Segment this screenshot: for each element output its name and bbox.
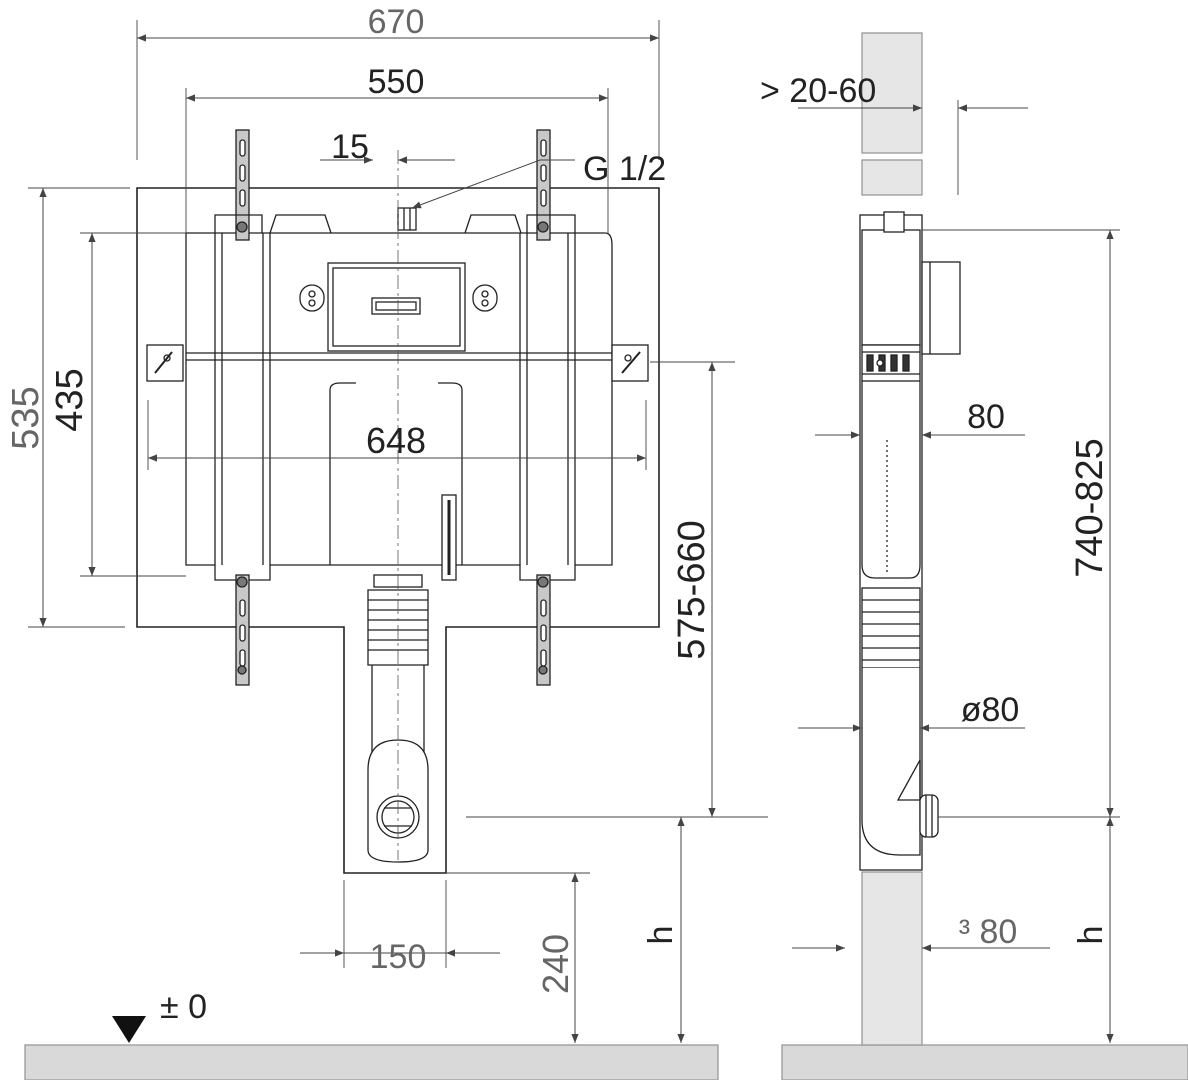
dim-wall-gap: > 20-60 bbox=[760, 72, 876, 110]
mount-tab-left bbox=[146, 344, 184, 382]
cistern-body bbox=[185, 232, 613, 581]
lid-bump-right bbox=[464, 214, 522, 234]
bracket-top-left bbox=[214, 129, 263, 241]
dim-h-side: h bbox=[1072, 926, 1110, 945]
front-view-labels: 670 550 15 G 1/2 535 435 648 575-660 150… bbox=[5, 3, 713, 1026]
dim-outlet-height: 240 bbox=[535, 934, 576, 994]
dimension-lines-side bbox=[798, 104, 1114, 1043]
side-tank-lower bbox=[861, 381, 921, 579]
water-inlet bbox=[397, 207, 417, 231]
wall-middle bbox=[861, 159, 923, 196]
wall-upper bbox=[861, 32, 923, 154]
rail-right bbox=[519, 233, 576, 565]
dim-offset: 15 bbox=[331, 128, 369, 166]
side-view bbox=[781, 32, 1188, 1080]
bracket-bottom-right bbox=[536, 574, 551, 686]
lid-bump-left bbox=[269, 214, 332, 234]
dim-tank-height: 435 bbox=[49, 368, 91, 431]
flush-opening bbox=[327, 262, 466, 352]
front-view bbox=[24, 20, 768, 1080]
dim-depth: 80 bbox=[967, 398, 1005, 436]
flush-handle bbox=[371, 297, 421, 315]
dimension-lines-front bbox=[39, 34, 716, 1043]
flush-handle-inner bbox=[375, 301, 417, 311]
side-flush-box bbox=[921, 261, 961, 355]
dim-total-range: 740-825 bbox=[1069, 438, 1111, 577]
floor-level-marker bbox=[112, 1016, 146, 1043]
dim-overall-height: 535 bbox=[5, 386, 47, 449]
floor-slab-front bbox=[24, 1044, 719, 1080]
bracket-top-right bbox=[526, 129, 576, 241]
dim-overall-width: 670 bbox=[368, 3, 425, 41]
flush-opening-inner bbox=[332, 267, 461, 347]
side-cistern-top bbox=[861, 229, 921, 346]
bracket-bottom-left bbox=[235, 574, 250, 686]
dim-frame-width: 550 bbox=[368, 63, 425, 101]
floor-level-label: ± 0 bbox=[160, 988, 207, 1026]
slot-left bbox=[299, 284, 325, 312]
inner-channel-right bbox=[438, 382, 463, 565]
side-pipe bbox=[861, 587, 939, 856]
floor-slab-side bbox=[781, 1044, 1188, 1080]
side-adjuster bbox=[861, 344, 921, 382]
mount-tab-right bbox=[611, 344, 649, 382]
dim-outlet-range: 575-660 bbox=[671, 520, 713, 659]
dim-thread: G 1/2 bbox=[583, 150, 666, 188]
dim-h-front: h bbox=[642, 926, 680, 945]
inner-channel-left bbox=[329, 382, 356, 565]
side-view-labels: > 20-60 80 740-825 ø80 ³ 80 h bbox=[760, 72, 1111, 951]
dim-min-wall: ³ 80 bbox=[959, 913, 1018, 951]
dim-tank-width: 648 bbox=[366, 420, 426, 461]
rail-left bbox=[214, 233, 271, 565]
dim-pipe-diameter: ø80 bbox=[961, 691, 1020, 729]
wall-lower bbox=[861, 871, 923, 1046]
side-inlet bbox=[883, 211, 905, 233]
slot-right bbox=[472, 284, 498, 312]
dim-outlet-width: 150 bbox=[370, 938, 427, 976]
